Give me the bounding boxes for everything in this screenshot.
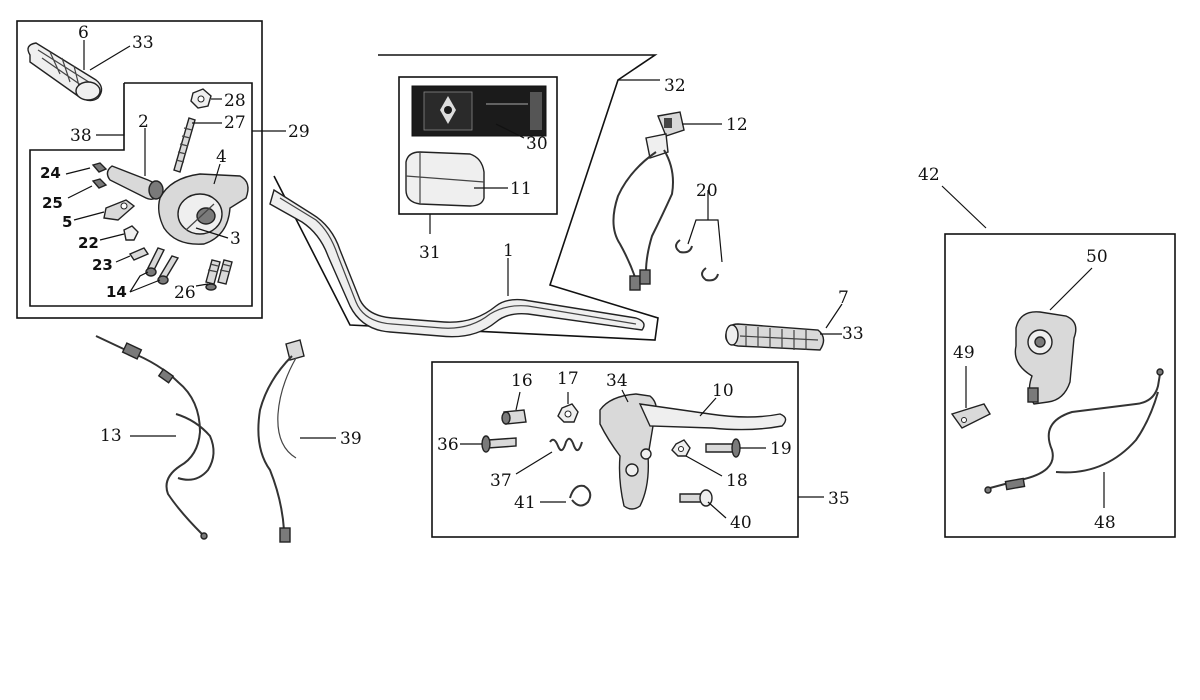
- kill-switch-part: [645, 111, 685, 159]
- callout-28: 28: [224, 91, 246, 111]
- callout-3: 3: [230, 229, 241, 249]
- callout-16: 16: [511, 371, 533, 391]
- callout-10: 10: [712, 381, 734, 401]
- callout-labels: 6 33 2 28 27 38 29 4 24 25 5 3 22 23 14 …: [40, 23, 1116, 533]
- lever-perch-group: [941, 185, 1176, 538]
- adjust-screw-part: [173, 117, 196, 173]
- callout-42: 42: [918, 165, 940, 185]
- brake-lever-group: [431, 361, 824, 538]
- callout-12: 12: [726, 115, 748, 135]
- callout-2: 2: [138, 112, 149, 132]
- switch-label-part: [411, 85, 547, 137]
- callout-35: 35: [828, 489, 850, 509]
- callout-36: 36: [437, 435, 459, 455]
- bolt-23-part: [128, 247, 150, 261]
- throttle-housing-part: [157, 173, 249, 245]
- callout-13: 13: [100, 426, 122, 446]
- callout-40: 40: [730, 513, 752, 533]
- brake-lever-bracket-part: [599, 393, 657, 510]
- bolt-40-part: [679, 489, 713, 507]
- callout-39: 39: [340, 429, 362, 449]
- callout-48: 48: [1094, 513, 1116, 533]
- screw-25-part: [91, 178, 108, 189]
- screw-24-part: [91, 162, 108, 173]
- bolts-14-part: [145, 247, 180, 285]
- callout-20: 20: [696, 181, 718, 201]
- callout-4: 4: [216, 147, 227, 167]
- callout-22: 22: [78, 234, 99, 252]
- switch-group: [398, 76, 558, 234]
- callout-50: 50: [1086, 247, 1108, 267]
- throttle-cable-part: [95, 335, 215, 540]
- callout-30: 30: [526, 134, 548, 154]
- callout-19: 19: [770, 439, 792, 459]
- callout-33-left: 33: [132, 33, 154, 53]
- screw-36-part: [481, 435, 517, 453]
- bolt-19-part: [705, 438, 741, 458]
- pivot-bolt-part: [501, 409, 527, 425]
- callout-37: 37: [490, 471, 512, 491]
- callout-29: 29: [288, 122, 310, 142]
- callout-41: 41: [514, 493, 536, 513]
- callout-27: 27: [224, 113, 246, 133]
- throttle-assembly-group: [16, 20, 286, 319]
- callout-1: 1: [503, 241, 514, 261]
- nut-17-part: [557, 403, 579, 423]
- brake-lever-part: [638, 403, 787, 431]
- switch-body-part: [405, 151, 485, 207]
- callout-23: 23: [92, 256, 113, 274]
- nut-18-part: [671, 439, 691, 457]
- throttle-tube-part: [106, 165, 164, 201]
- left-grip-part: [27, 42, 103, 102]
- lever-cable-part: [984, 368, 1164, 494]
- callout-31: 31: [419, 243, 441, 263]
- wiring-lead-part: [257, 339, 305, 543]
- callout-25: 25: [42, 194, 63, 212]
- callout-14: 14: [106, 283, 127, 301]
- handlebar-group: [269, 54, 660, 341]
- callout-38: 38: [70, 126, 92, 146]
- callout-49: 49: [953, 343, 975, 363]
- callout-32: 32: [664, 76, 686, 96]
- callout-24: 24: [40, 164, 61, 182]
- wire-clips-part: [675, 239, 719, 282]
- clip-pin-part: [569, 484, 592, 507]
- callout-7: 7: [838, 288, 849, 308]
- kill-switch-group: [612, 111, 723, 291]
- small-bracket-part: [950, 403, 991, 429]
- callout-34: 34: [606, 371, 628, 391]
- bracket-plate-part: [103, 199, 136, 221]
- callout-11: 11: [510, 179, 532, 199]
- cable-adjusters-part: [205, 259, 233, 291]
- washer-part: [123, 225, 139, 241]
- nut-part: [190, 88, 212, 109]
- right-grip-part: [725, 323, 825, 351]
- callout-17: 17: [557, 369, 579, 389]
- spring-part: [549, 437, 583, 452]
- callout-5: 5: [62, 213, 72, 231]
- perch-bracket-part: [1014, 311, 1077, 405]
- callout-26: 26: [174, 283, 196, 303]
- callout-6: 6: [78, 23, 89, 43]
- callout-18: 18: [726, 471, 748, 491]
- callout-33-right: 33: [842, 324, 864, 344]
